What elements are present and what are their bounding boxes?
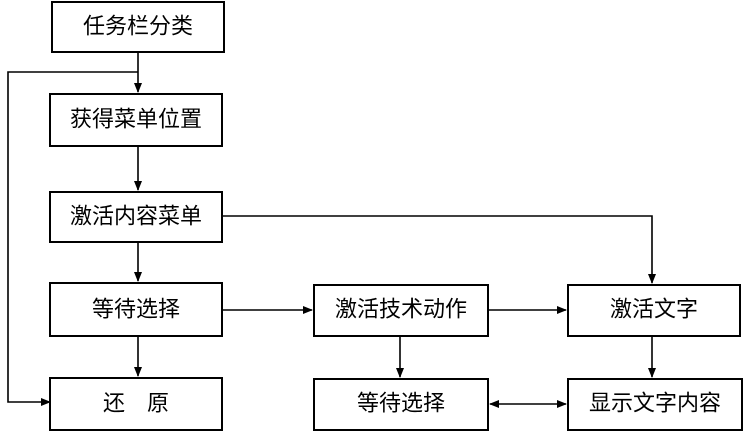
svg-text:激活技术动作: 激活技术动作 [335,298,467,323]
node-wait-select-1: 等待选择 [49,282,223,337]
svg-text:激活内容菜单: 激活内容菜单 [70,205,202,230]
node-activate-content-menu: 激活内容菜单 [49,191,223,243]
node-restore: 还 原 [49,377,223,431]
svg-text:还 原: 还 原 [103,392,169,417]
node-activate-text: 激活文字 [567,284,741,337]
svg-text:等待选择: 等待选择 [92,298,180,323]
edge-activatemenu-to-activatetext [222,215,656,284]
node-taskbar-classify: 任务栏分类 [51,1,225,53]
node-wait-select-2: 等待选择 [313,378,489,431]
svg-text:显示文字内容: 显示文字内容 [589,392,721,417]
node-activate-tech-action: 激活技术动作 [313,284,489,337]
node-get-menu-position: 获得菜单位置 [49,93,223,147]
node-show-text-content: 显示文字内容 [567,378,743,431]
svg-text:任务栏分类: 任务栏分类 [83,15,193,40]
svg-text:等待选择: 等待选择 [357,392,445,417]
edge-loop-to-restore [7,71,138,406]
svg-text:激活文字: 激活文字 [610,298,698,323]
svg-text:获得菜单位置: 获得菜单位置 [70,108,202,133]
edges [7,52,656,408]
